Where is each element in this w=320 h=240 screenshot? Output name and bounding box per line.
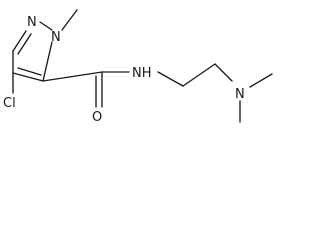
bond-c5-carbonyl xyxy=(42,71,103,82)
bond-namine-methyl-a xyxy=(249,73,273,88)
atom-n-methyl: N xyxy=(51,30,61,45)
bond-n1-n2 xyxy=(39,21,53,31)
bond-c4-c5-double-a xyxy=(12,72,44,82)
amide-group xyxy=(42,71,130,108)
bond-n1-c3-double-b xyxy=(17,33,32,55)
chemical-structure: N N Cl O NH N xyxy=(3,9,273,125)
bond-ch2-ch2 xyxy=(182,63,216,87)
ethylamine-chain xyxy=(157,63,273,123)
bond-c5-n1 xyxy=(42,41,53,82)
pyrazole-ring xyxy=(12,21,53,82)
bond-n1-c3-double-a xyxy=(12,30,27,52)
atom-amine-n: N xyxy=(235,87,245,102)
bond-nh-ch2 xyxy=(157,71,184,87)
bond-c4-c5-double-b xyxy=(17,67,42,76)
bond-ch2-namine xyxy=(214,63,233,82)
atom-carbonyl-o: O xyxy=(92,110,102,125)
atom-n-ring: N xyxy=(27,15,37,30)
atom-cl: Cl xyxy=(3,96,16,111)
bond-n-methyl xyxy=(61,9,78,31)
atom-amide-nh: NH xyxy=(132,66,152,81)
